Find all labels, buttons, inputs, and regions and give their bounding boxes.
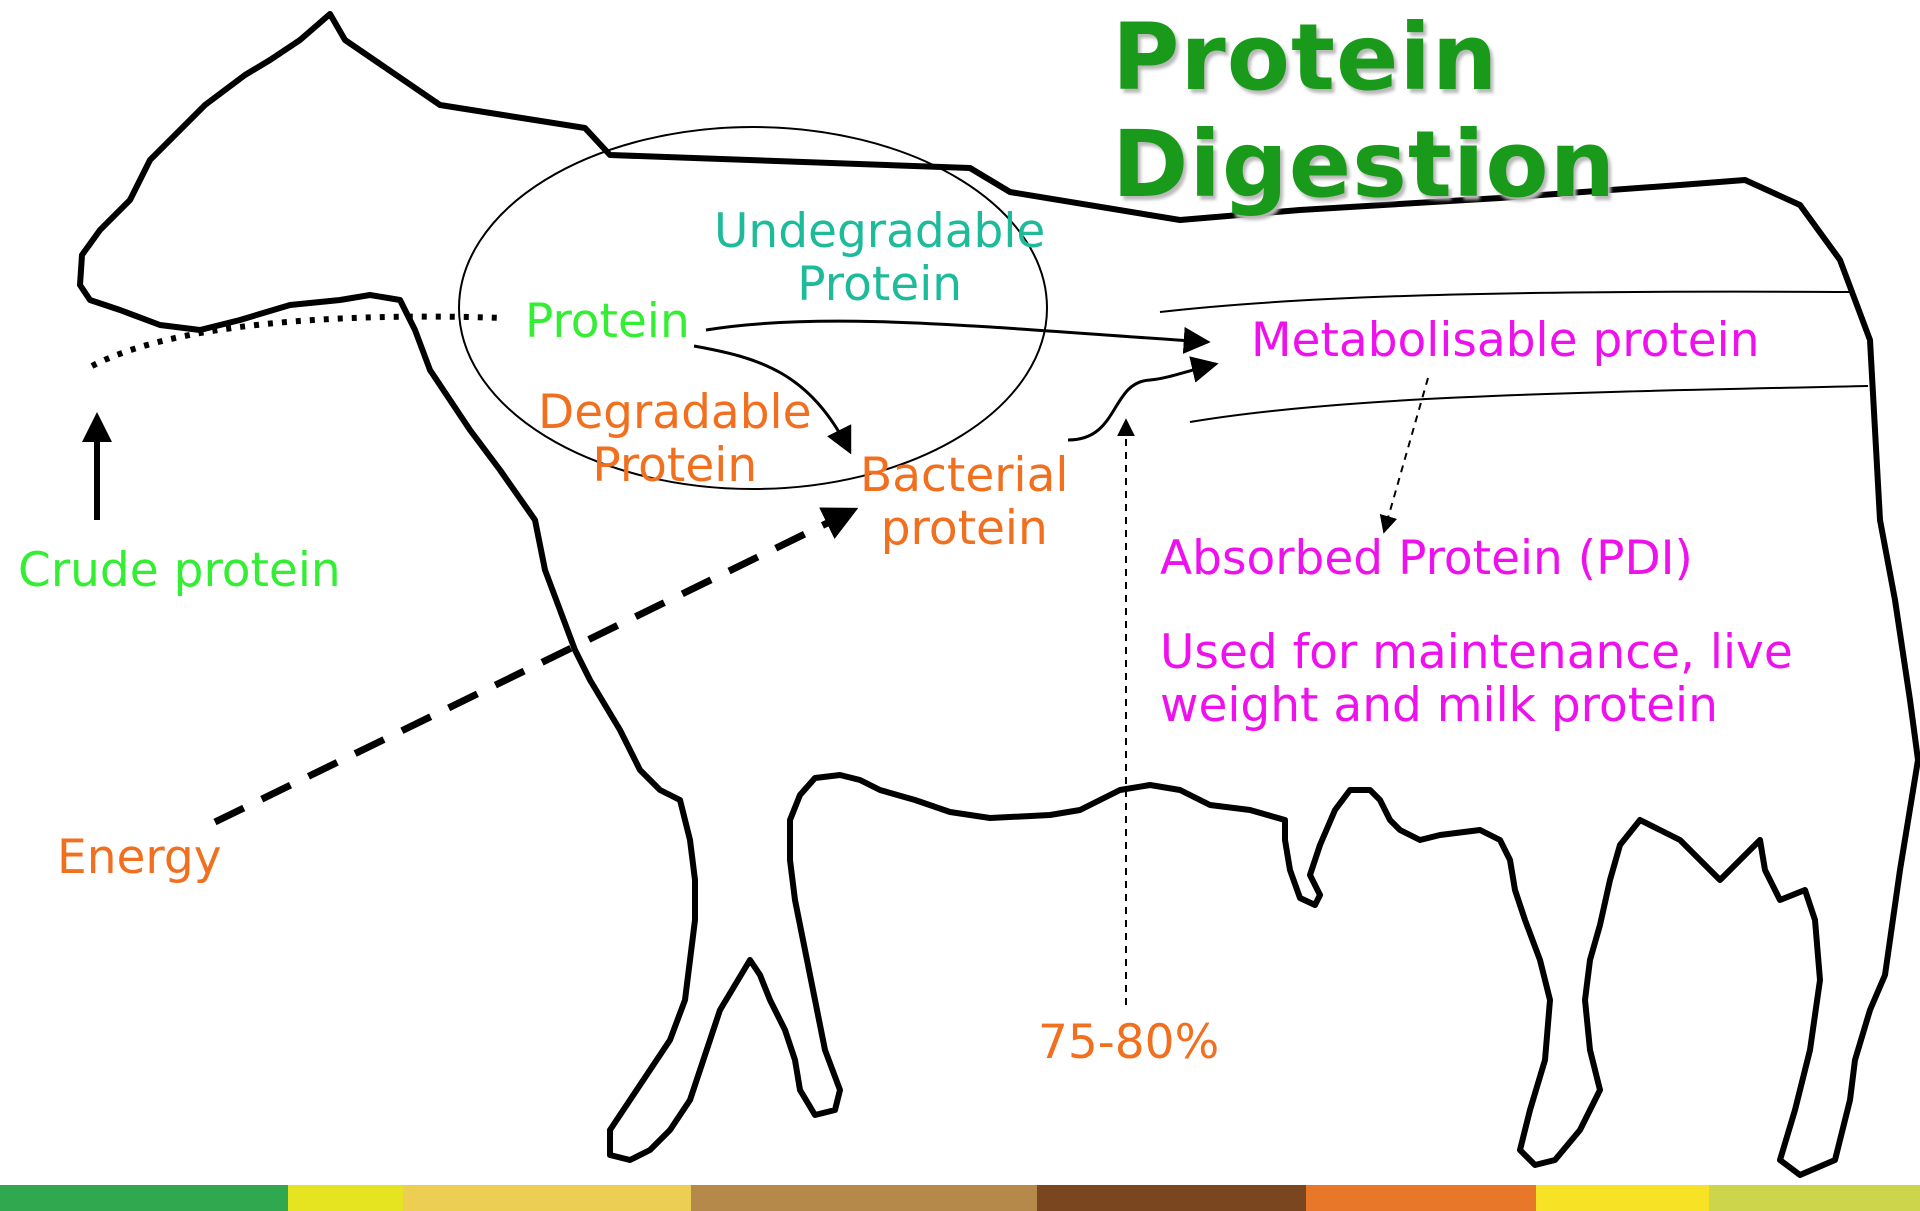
absorbed-protein-label: Absorbed Protein (PDI) bbox=[1160, 533, 1693, 586]
undegradable-arrow bbox=[706, 321, 1208, 342]
bacterial-line1: Bacterial bbox=[860, 450, 1068, 503]
footer-bar-segment bbox=[1037, 1185, 1306, 1211]
undegradable-protein-label: Undegradable Protein bbox=[714, 206, 1045, 311]
percent-label: 75-80% bbox=[1038, 1017, 1219, 1070]
protein-label: Protein bbox=[525, 296, 690, 349]
undegradable-line1: Undegradable bbox=[714, 206, 1045, 259]
energy-label: Energy bbox=[57, 832, 222, 885]
bacterial-protein-label: Bacterial protein bbox=[860, 450, 1068, 555]
footer-bar-segment bbox=[1709, 1185, 1920, 1211]
degradable-line2: Protein bbox=[538, 440, 812, 493]
crude-protein-label: Crude protein bbox=[18, 545, 341, 598]
footer-bar-segment bbox=[288, 1185, 403, 1211]
degradable-protein-label: Degradable Protein bbox=[538, 387, 812, 492]
metabolisable-protein-label: Metabolisable protein bbox=[1251, 315, 1760, 368]
page-title: Protein Digestion bbox=[1112, 4, 1920, 218]
footer-bar-segment bbox=[1306, 1185, 1536, 1211]
footer-bar-segment bbox=[0, 1185, 288, 1211]
bacterial-to-metabolisable-arrow bbox=[1068, 364, 1216, 440]
bacterial-line2: protein bbox=[860, 503, 1068, 556]
footer-color-bar bbox=[0, 1185, 1920, 1211]
usage-line2: weight and milk protein bbox=[1160, 680, 1793, 733]
footer-bar-segment bbox=[1536, 1185, 1709, 1211]
intestine-line-upper bbox=[1160, 292, 1855, 312]
degradable-line1: Degradable bbox=[538, 387, 812, 440]
footer-bar-segment bbox=[691, 1185, 1037, 1211]
usage-description-label: Used for maintenance, live weight and mi… bbox=[1160, 627, 1793, 732]
undegradable-line2: Protein bbox=[714, 259, 1045, 312]
intestine-line-lower bbox=[1190, 386, 1868, 422]
usage-line1: Used for maintenance, live bbox=[1160, 627, 1793, 680]
footer-bar-segment bbox=[403, 1185, 691, 1211]
